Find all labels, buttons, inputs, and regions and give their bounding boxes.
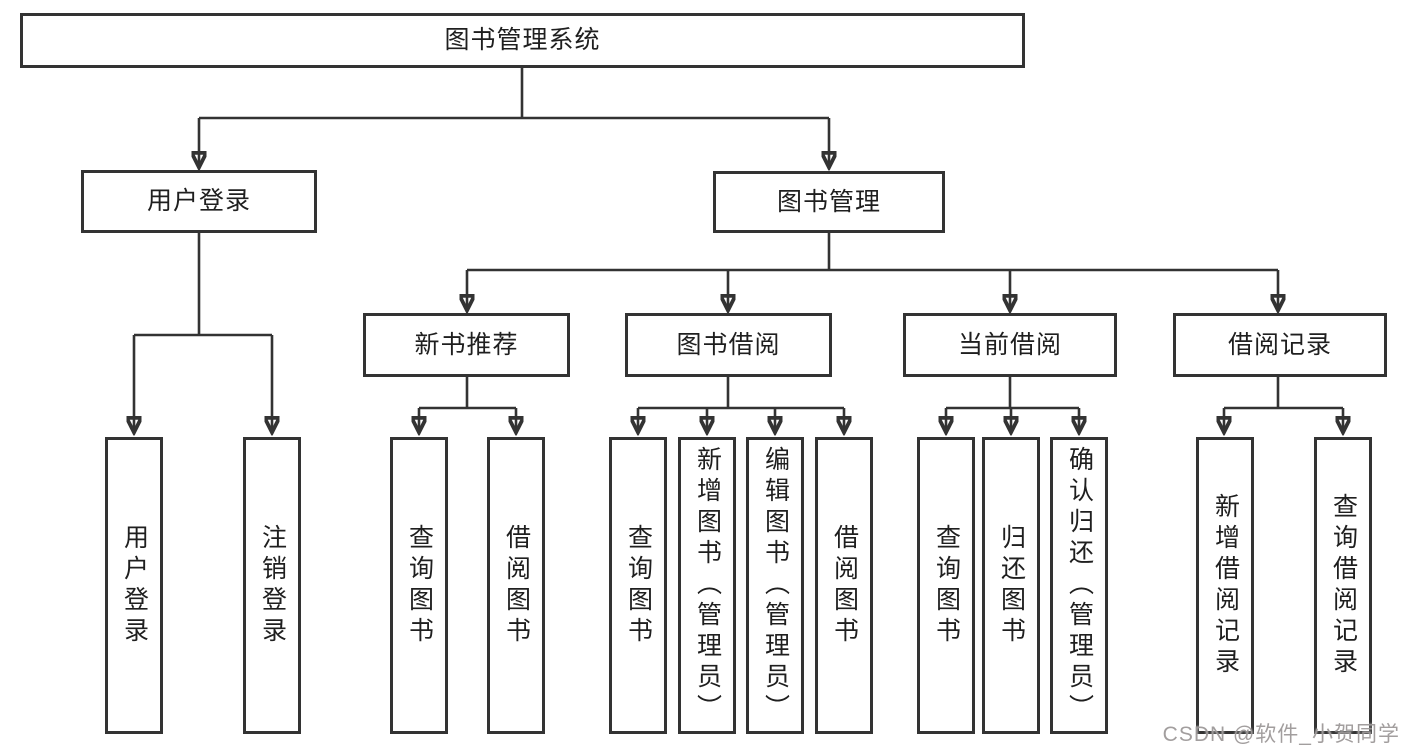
leaf-user-login: 用户登录 <box>105 437 163 734</box>
leaf-confirm-return-admin: 确认归还（管理员） <box>1050 437 1108 734</box>
edges-book-borrow <box>638 377 844 431</box>
edges-user-login-to-leaves <box>134 233 272 431</box>
leaf-logout: 注销登录 <box>243 437 301 734</box>
node-new-book-recommend: 新书推荐 <box>363 313 570 377</box>
node-book-management: 图书管理 <box>713 171 945 233</box>
edges-borrow-records <box>1224 377 1343 431</box>
node-current-borrow: 当前借阅 <box>903 313 1117 377</box>
leaf-query-books-3: 查询图书 <box>917 437 975 734</box>
leaf-borrow-books-1: 借阅图书 <box>487 437 545 734</box>
edges-root-to-level2 <box>199 68 829 166</box>
leaf-query-borrow-record: 查询借阅记录 <box>1314 437 1372 734</box>
edges-book-management-to-sections <box>467 233 1278 309</box>
node-root-system: 图书管理系统 <box>20 13 1025 68</box>
leaf-borrow-books-2: 借阅图书 <box>815 437 873 734</box>
leaf-add-books-admin: 新增图书（管理员） <box>678 437 736 734</box>
node-borrow-records: 借阅记录 <box>1173 313 1387 377</box>
leaf-edit-books-admin: 编辑图书（管理员） <box>746 437 804 734</box>
leaf-query-books-2: 查询图书 <box>609 437 667 734</box>
leaf-return-books: 归还图书 <box>982 437 1040 734</box>
csdn-watermark: CSDN @软件_小贺同学 <box>1162 723 1400 746</box>
node-book-borrow: 图书借阅 <box>625 313 832 377</box>
leaf-query-books-1: 查询图书 <box>390 437 448 734</box>
edges-new-book-recommend <box>419 377 516 431</box>
node-user-login: 用户登录 <box>81 170 317 233</box>
leaf-add-borrow-record: 新增借阅记录 <box>1196 437 1254 734</box>
edges-current-borrow <box>946 377 1079 431</box>
